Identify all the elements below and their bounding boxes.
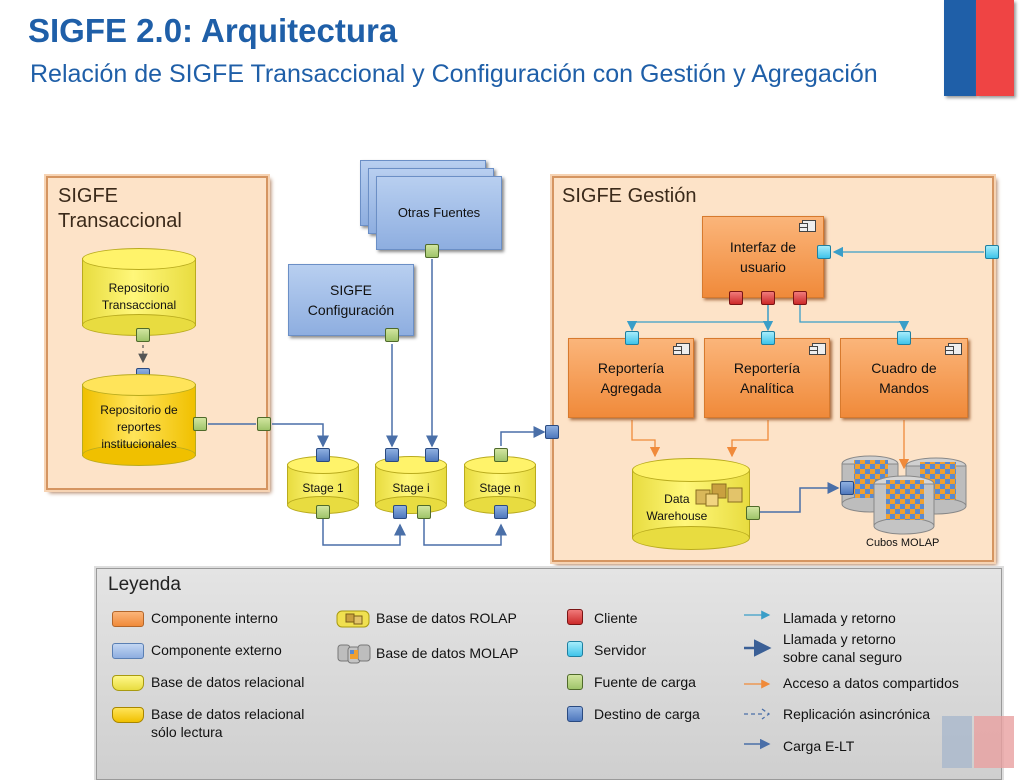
- legend-bd-relacional-ro: Base de datos relacional sólo lectura: [151, 706, 305, 740]
- legend-acceso-compartido: Acceso a datos compartidos: [783, 675, 959, 691]
- stage-i-target-port-2: [425, 448, 439, 462]
- stage-n-label: Stage n: [479, 481, 521, 495]
- rolap-cubes-icon: [695, 483, 743, 507]
- legend-llamada-retorno: Llamada y retorno: [783, 610, 896, 626]
- cuadro-mandos-server-port: [897, 331, 911, 345]
- legend-molap-icon: [337, 644, 371, 664]
- legend-load-source-icon: [567, 674, 583, 690]
- interfaz-client-port-3: [793, 291, 807, 305]
- legend-componente-externo: Componente externo: [151, 642, 282, 658]
- reporteria-agregada-server-port: [625, 331, 639, 345]
- molap-target-port: [840, 481, 854, 495]
- legend-bd-molap: Base de datos MOLAP: [376, 645, 519, 661]
- brand-corner-red: [974, 716, 1014, 768]
- interfaz-server-port: [817, 245, 831, 259]
- legend-swatch-readonly: [112, 707, 144, 723]
- legend-title: Leyenda: [108, 574, 181, 595]
- gestion-import-port: [545, 425, 559, 439]
- sigfe-config-source-port: [385, 328, 399, 342]
- data-warehouse-source-port: [746, 506, 760, 520]
- repositorio-reportes-label: Repositorio de reportes institucionales: [100, 403, 178, 451]
- component-icon: [673, 343, 690, 355]
- legend-llamada-seguro: Llamada y retorno sobre canal seguro: [783, 631, 903, 665]
- legend-bd-relacional: Base de datos relacional: [151, 674, 305, 690]
- cuadro-mandos-label: Cuadro de Mandos: [871, 360, 937, 396]
- reporteria-analitica-label: Reportería Analítica: [733, 360, 801, 396]
- stage-i-source-port: [417, 505, 431, 519]
- interfaz-usuario-label: Interfaz de usuario: [729, 239, 797, 275]
- stage-i-label: Stage i: [392, 481, 430, 495]
- repositorio-transaccional-db: Repositorio Transaccional: [82, 248, 196, 336]
- data-warehouse-label: Data Warehouse: [646, 492, 708, 523]
- cubos-molap-label: Cubos MOLAP: [866, 537, 940, 549]
- component-icon: [799, 220, 816, 232]
- data-warehouse-db: Data Warehouse: [632, 458, 750, 550]
- stage-i-target-port-1: [385, 448, 399, 462]
- stage-1-source-port: [316, 505, 330, 519]
- sigfe-configuracion-box: SIGFE Configuración: [288, 264, 414, 336]
- reporteria-agregada-label: Reportería Agregada: [597, 360, 665, 396]
- molap-cubes-icon: [841, 455, 967, 535]
- legend-destino-carga: Destino de carga: [594, 706, 700, 722]
- stage-1-label: Stage 1: [302, 481, 344, 495]
- legend-swatch-internal: [112, 611, 144, 627]
- brand-flag-red: [976, 0, 1014, 96]
- repo-reportes-source-port: [193, 417, 207, 431]
- legend-fuente-carga: Fuente de carga: [594, 674, 696, 690]
- legend-swatch-relational: [112, 675, 144, 691]
- legend-bd-rolap: Base de datos ROLAP: [376, 610, 517, 626]
- page-subtitle: Relación de SIGFE Transaccional y Config…: [30, 60, 878, 88]
- stage-1-target-port: [316, 448, 330, 462]
- interfaz-client-port-1: [729, 291, 743, 305]
- stage-n-target-port: [494, 505, 508, 519]
- legend-swatch-external: [112, 643, 144, 659]
- legend-server-icon: [567, 641, 583, 657]
- legend-client-icon: [567, 609, 583, 625]
- legend-replicacion: Replicación asincrónica: [783, 706, 931, 722]
- sigfe-configuracion-label: SIGFE Configuración: [307, 282, 395, 318]
- legend-arrows: [744, 610, 772, 750]
- repositorio-reportes-db: Repositorio de reportes institucionales: [82, 374, 196, 466]
- legend-componente-interno: Componente interno: [151, 610, 278, 626]
- repositorio-transaccional-label: Repositorio Transaccional: [101, 281, 177, 312]
- external-server-port: [985, 245, 999, 259]
- reporteria-analitica-server-port: [761, 331, 775, 345]
- stage-n-source-port: [494, 448, 508, 462]
- component-icon: [809, 343, 826, 355]
- page-title: SIGFE 2.0: Arquitectura: [28, 12, 398, 49]
- repo-trans-source-port: [136, 328, 150, 342]
- stage-i-target-port-3: [393, 505, 407, 519]
- legend-servidor: Servidor: [594, 642, 647, 658]
- legend-load-target-icon: [567, 706, 583, 722]
- interfaz-client-port-2: [761, 291, 775, 305]
- legend-carga-elt: Carga E-LT: [783, 738, 855, 754]
- brand-flag-blue: [944, 0, 976, 96]
- legend-rolap-icon: [336, 610, 370, 628]
- component-icon: [945, 343, 962, 355]
- stage-i-db: Stage i: [375, 456, 447, 514]
- brand-corner-blue: [942, 716, 972, 768]
- legend-cliente: Cliente: [594, 610, 638, 626]
- otras-fuentes-label: Otras Fuentes: [397, 205, 481, 220]
- otras-fuentes-box: Otras Fuentes: [376, 176, 502, 250]
- panel-title-gestion: SIGFE Gestión: [562, 185, 697, 207]
- otras-fuentes-source-port: [425, 244, 439, 258]
- transaccional-export-port: [257, 417, 271, 431]
- legend-box: [96, 568, 1002, 780]
- panel-title-transaccional: SIGFE Transaccional: [58, 185, 182, 232]
